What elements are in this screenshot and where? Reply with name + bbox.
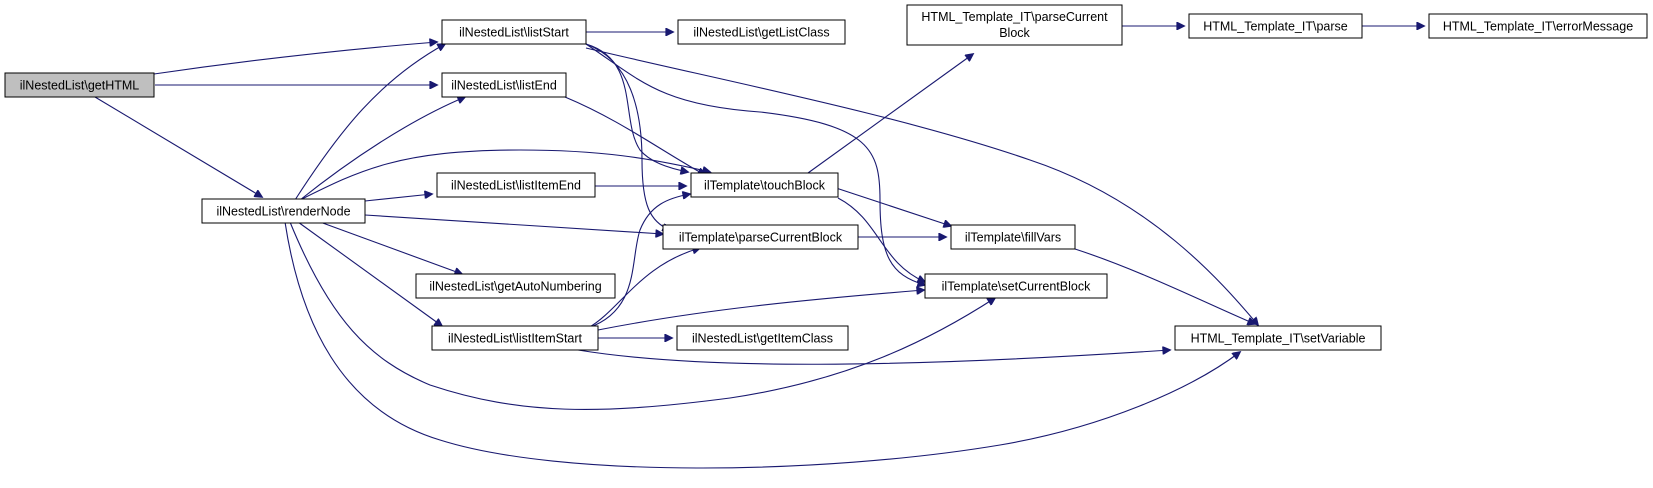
edge-listitemstart-parsecurrentblock	[587, 248, 700, 329]
node-gethtml-label: ilNestedList\getHTML	[20, 79, 140, 93]
edge-touchblock-setcurrentblock	[837, 197, 925, 282]
node-parsecurrentblock[interactable]: ilTemplate\parseCurrentBlock	[662, 224, 859, 250]
node-rendernode[interactable]: ilNestedList\renderNode	[201, 198, 366, 224]
node-listitemend-label: ilNestedList\listItemEnd	[451, 179, 581, 193]
edge-listend-touchblock	[564, 96, 705, 175]
node-listitemend[interactable]: ilNestedList\listItemEnd	[436, 172, 596, 198]
node-getlistclass-label: ilNestedList\getListClass	[693, 26, 829, 40]
edge-rendernode-liststart	[294, 44, 445, 201]
node-touchblock[interactable]: ilTemplate\touchBlock	[690, 172, 839, 198]
node-setcurrentblock[interactable]: ilTemplate\setCurrentBlock	[924, 273, 1108, 299]
node-it-setvariable-label: HTML_Template_IT\setVariable	[1191, 332, 1366, 346]
node-listend[interactable]: ilNestedList\listEnd	[441, 72, 567, 98]
edge-listitemstart-itsetvariable	[577, 350, 1170, 365]
node-gethtml-box	[4, 72, 155, 98]
edge-rendernode-listitemend	[364, 194, 432, 202]
edge-liststart-setcurrentblock	[585, 43, 925, 285]
edges	[94, 26, 1424, 469]
edge-gethtml-rendernode	[94, 96, 262, 197]
nodes: ilNestedList\getHTML ilNestedList\listSt…	[4, 4, 1648, 351]
node-it-parsecurrentblock-label-line2: Block	[999, 26, 1030, 40]
node-listitemstart-label: ilNestedList\listItemStart	[448, 332, 583, 346]
node-liststart-box	[441, 19, 587, 45]
edge-liststart-parsecurrentblock	[585, 43, 670, 230]
node-it-parsecurrentblock-box	[906, 4, 1123, 46]
edge-rendernode-setcurrentblock	[289, 221, 995, 411]
node-setcurrentblock-label: ilTemplate\setCurrentBlock	[942, 280, 1091, 294]
node-listitemstart[interactable]: ilNestedList\listItemStart	[431, 325, 599, 351]
node-liststart-label: ilNestedList\listStart	[459, 26, 569, 40]
edge-liststart-itsetvariable	[585, 47, 1258, 325]
node-it-parse-label: HTML_Template_IT\parse	[1203, 20, 1348, 34]
edge-rendernode-listitemstart	[297, 221, 442, 326]
node-parsecurrentblock-label: ilTemplate\parseCurrentBlock	[679, 231, 843, 245]
node-it-parse[interactable]: HTML_Template_IT\parse	[1188, 13, 1363, 39]
node-getlistclass-box	[677, 19, 846, 45]
node-getitemclass-label: ilNestedList\getItemClass	[692, 332, 833, 346]
node-fillvars[interactable]: ilTemplate\fillVars	[950, 224, 1076, 250]
node-rendernode-label: ilNestedList\renderNode	[216, 205, 350, 219]
edge-listitemstart-setcurrentblock	[597, 290, 924, 331]
node-it-parse-box	[1188, 13, 1363, 39]
node-gethtml[interactable]: ilNestedList\getHTML	[4, 72, 155, 98]
node-it-parsecurrentblock-label-line1: HTML_Template_IT\parseCurrent	[921, 10, 1108, 24]
edge-rendernode-touchblock	[299, 149, 710, 201]
edge-touchblock-itparsecurrentblock	[807, 54, 973, 174]
node-listitemstart-box	[431, 325, 599, 351]
node-it-errormessage-box	[1428, 13, 1648, 39]
edge-rendernode-listend	[299, 97, 465, 201]
node-getautonumbering-label: ilNestedList\getAutoNumbering	[429, 280, 601, 294]
node-it-parsecurrentblock[interactable]: HTML_Template_IT\parseCurrent Block	[906, 4, 1123, 46]
node-getautonumbering-box	[415, 273, 616, 299]
edge-listitemstart-touchblock	[587, 194, 690, 329]
node-listend-box	[441, 72, 567, 98]
node-liststart[interactable]: ilNestedList\listStart	[441, 19, 587, 45]
node-getautonumbering[interactable]: ilNestedList\getAutoNumbering	[415, 273, 616, 299]
node-listitemend-box	[436, 172, 596, 198]
edge-touchblock-fillvars	[829, 185, 951, 226]
node-it-errormessage[interactable]: HTML_Template_IT\errorMessage	[1428, 13, 1648, 39]
edge-rendernode-itsetvariable	[284, 221, 1240, 469]
node-fillvars-label: ilTemplate\fillVars	[965, 231, 1061, 245]
node-it-setvariable[interactable]: HTML_Template_IT\setVariable	[1174, 325, 1382, 351]
node-getitemclass[interactable]: ilNestedList\getItemClass	[676, 325, 849, 351]
node-touchblock-label: ilTemplate\touchBlock	[704, 179, 826, 193]
edge-rendernode-getautonumbering	[319, 221, 462, 274]
node-it-setvariable-box	[1174, 325, 1382, 351]
node-it-errormessage-label: HTML_Template_IT\errorMessage	[1443, 20, 1633, 34]
node-getitemclass-box	[676, 325, 849, 351]
node-setcurrentblock-box	[924, 273, 1108, 299]
edge-fillvars-itsetvariable	[1074, 248, 1255, 324]
node-getlistclass[interactable]: ilNestedList\getListClass	[677, 19, 846, 45]
edge-gethtml-liststart	[153, 42, 437, 75]
node-touchblock-box	[690, 172, 839, 198]
edge-rendernode-parsecurrentblock	[364, 214, 663, 234]
node-parsecurrentblock-box	[662, 224, 859, 250]
node-fillvars-box	[950, 224, 1076, 250]
node-rendernode-box	[201, 198, 366, 224]
node-listend-label: ilNestedList\listEnd	[451, 79, 557, 93]
